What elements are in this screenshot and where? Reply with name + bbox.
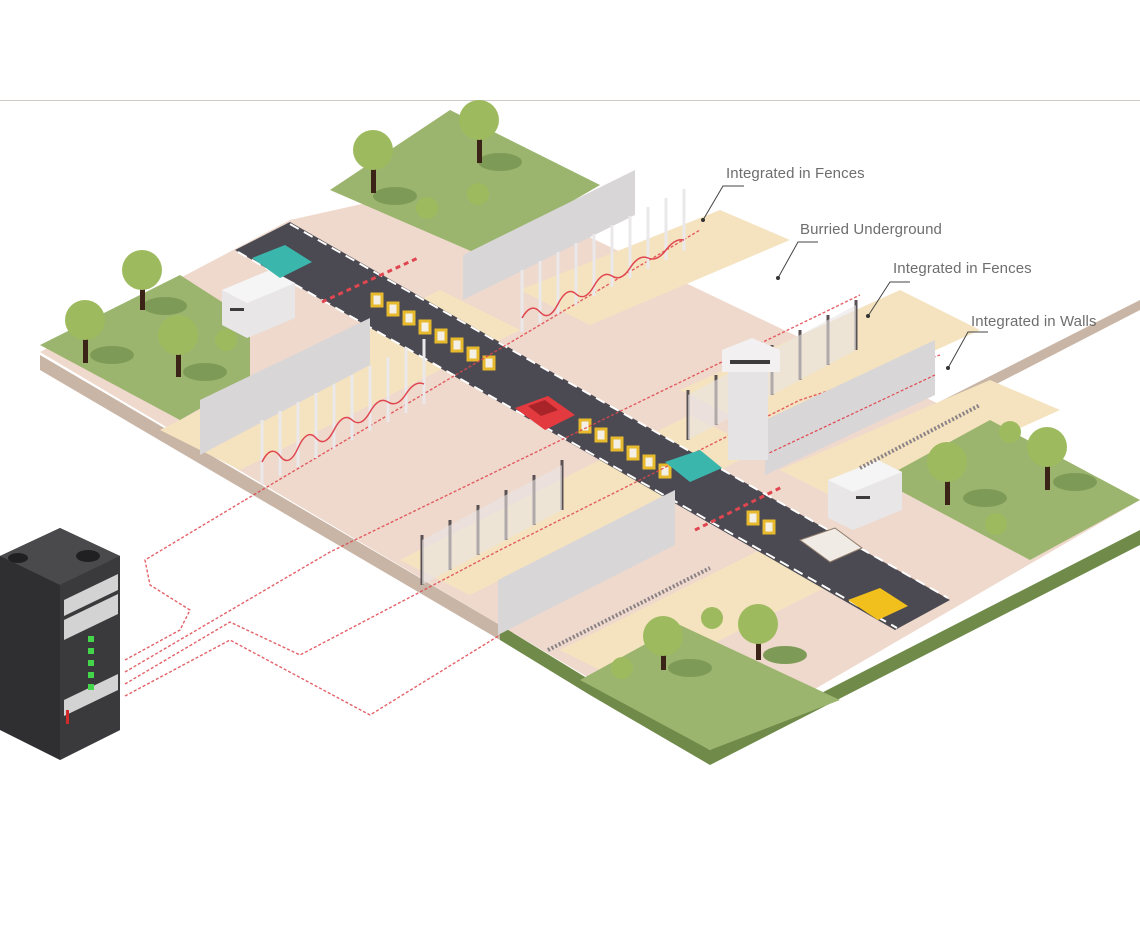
grass-area-left	[40, 275, 250, 420]
jersey-barriers	[370, 292, 776, 535]
boom-gate	[694, 485, 783, 532]
grass-area-top	[330, 110, 600, 255]
concrete-wall-bottom	[498, 490, 675, 635]
server-rack	[0, 528, 120, 760]
callout-arrow-icons	[701, 218, 950, 370]
road-edge-line	[237, 251, 898, 629]
top-divider	[0, 100, 1140, 101]
callout-integrated-in-fences-2: Integrated in Fences	[893, 260, 1032, 277]
grass-area-bottom	[580, 625, 840, 750]
watchtower	[722, 338, 780, 460]
concrete-wall-right	[765, 340, 935, 475]
palisade-fence-left	[260, 339, 426, 485]
barbed-wire-mesh-bottom	[422, 465, 562, 585]
fence-sensor-cable-top	[521, 238, 685, 319]
status-led-icons	[88, 636, 94, 690]
guard-booth-right	[828, 460, 902, 530]
car-red	[515, 396, 575, 430]
callout-buried-underground: Burried Underground	[800, 221, 942, 238]
wall-sensor-cable	[764, 374, 936, 456]
concrete-wall-top	[463, 170, 635, 300]
callout-integrated-in-walls: Integrated in Walls	[971, 313, 1097, 330]
van-white	[798, 527, 863, 563]
concrete-wall-left	[200, 318, 370, 455]
sand-strip	[520, 210, 790, 325]
car-teal-middle	[665, 450, 722, 482]
car-yellow	[848, 588, 908, 620]
trees	[65, 100, 1097, 679]
callout-integrated-in-fences-1: Integrated in Fences	[726, 165, 865, 182]
fence-sensor-cable-left	[261, 382, 425, 463]
car-teal-top	[252, 245, 312, 278]
callout-leaders	[702, 185, 988, 369]
concertina-wire	[859, 403, 981, 470]
guard-booth-left	[222, 270, 295, 338]
alarm-indicator-icon	[66, 710, 69, 724]
